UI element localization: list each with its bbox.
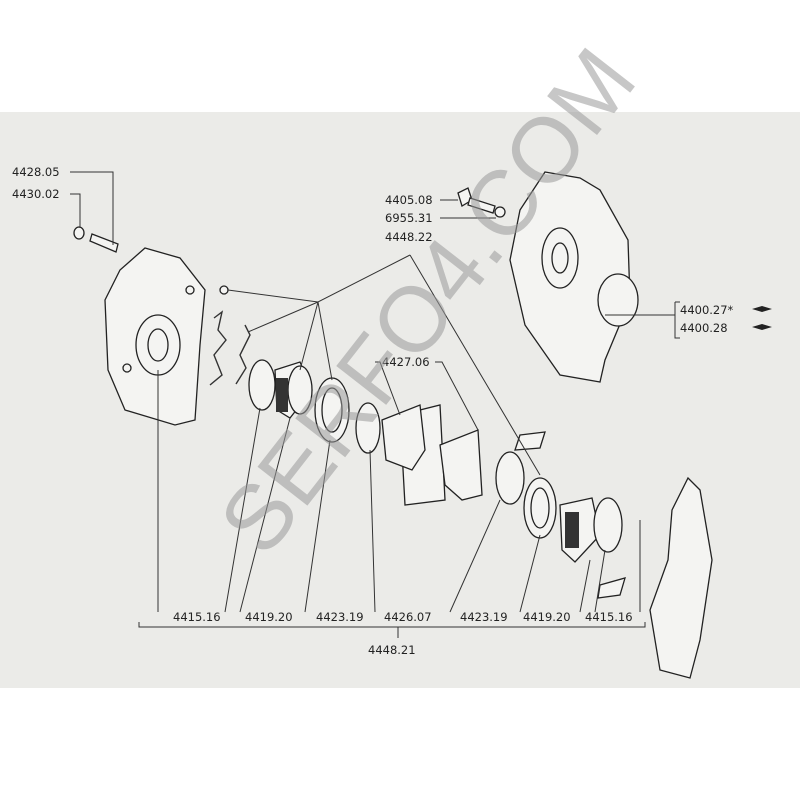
brake-pads (381, 404, 546, 506)
seal-washer (219, 285, 229, 295)
label-bottom-1: 4415.16 (173, 610, 221, 624)
right-caliper-half (509, 171, 639, 383)
leader-lines (70, 171, 680, 638)
label-4400-27: 4400.27* (680, 303, 734, 317)
label-bottom-6: 4419.20 (523, 610, 571, 624)
label-4400-28: 4400.28 (680, 321, 728, 335)
label-4427-06: 4427.06 (382, 355, 430, 369)
anti-squeal-shim (597, 577, 626, 599)
label-bottom-3: 4423.19 (316, 610, 364, 624)
double-arrow-icon (752, 324, 772, 330)
left-piston-stack (248, 359, 381, 454)
label-6955-31: 6955.31 (385, 211, 433, 225)
outer-caliper (649, 476, 713, 679)
bleed-screw (73, 226, 119, 253)
left-caliper-half (104, 247, 206, 426)
label-bottom-4: 4426.07 (384, 610, 432, 624)
label-4448-22: 4448.22 (385, 230, 433, 244)
label-bottom-7: 4415.16 (585, 610, 633, 624)
double-arrow-icon (752, 306, 772, 312)
right-piston-stack (495, 451, 623, 563)
label-bottom-5: 4423.19 (460, 610, 508, 624)
label-4428-05: 4428.05 (12, 165, 60, 179)
label-4430-02: 4430.02 (12, 187, 60, 201)
label-bottom-2: 4419.20 (245, 610, 293, 624)
label-4448-21: 4448.21 (368, 643, 416, 657)
bolt (457, 187, 506, 218)
label-4405-08: 4405.08 (385, 193, 433, 207)
